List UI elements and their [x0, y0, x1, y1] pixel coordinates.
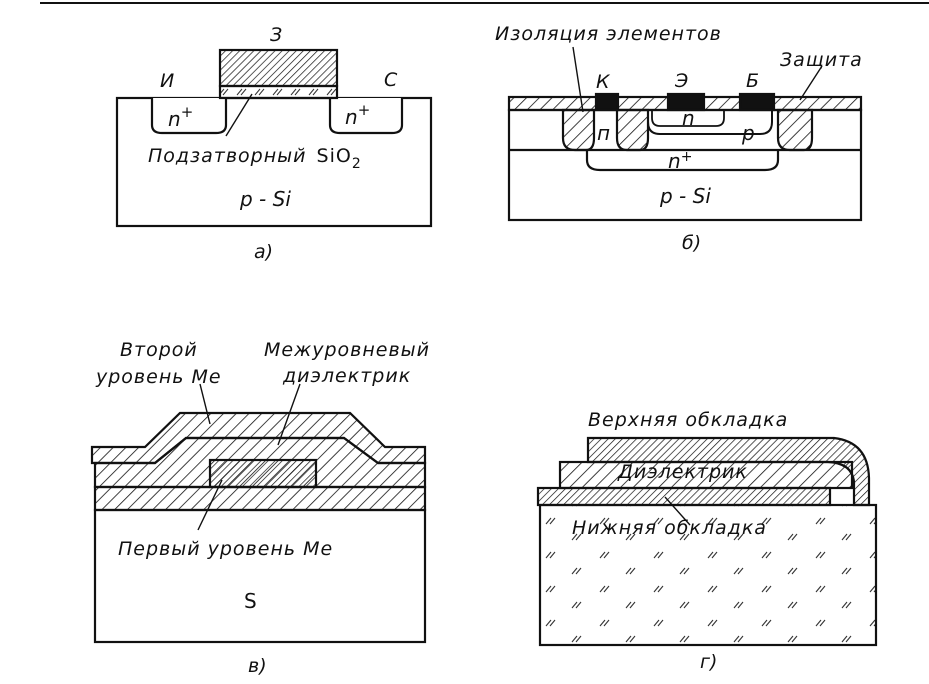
n-plus-right: n+: [345, 101, 370, 129]
bottom-plate-leader: [664, 496, 691, 526]
isolation-leader: [572, 46, 584, 113]
source-label: И: [160, 70, 175, 92]
second-level-label-line1: Второй: [120, 339, 198, 361]
figure-b: [507, 46, 863, 222]
substrate-c-label: S: [244, 589, 257, 613]
first-level-leader: [197, 479, 223, 531]
first-metal-level: [208, 458, 318, 489]
second-metal-level: [90, 411, 427, 465]
dielectric-label: Диэлектрик: [617, 461, 748, 483]
isolation-center: [615, 108, 650, 152]
figure-a: [115, 48, 433, 228]
figure-c: [90, 383, 427, 644]
base-label: Б: [746, 70, 760, 92]
emitter-region: [651, 110, 725, 127]
gate-oxide: [218, 84, 339, 100]
figure-d: [536, 436, 878, 647]
top-plate-label: Верхняя обкладка: [588, 409, 788, 431]
figure-d-labels: Верхняя обкладка Диэлектрик Нижняя обкла…: [572, 409, 788, 673]
n-plus-left: n+: [168, 103, 193, 131]
source-region: [150, 98, 228, 135]
interlevel-leader: [277, 383, 301, 446]
contact-collector: [594, 92, 620, 112]
protection-label: Защита: [780, 49, 863, 71]
interlevel-label-line2: диэлектрик: [282, 365, 411, 387]
second-level-leader: [199, 383, 211, 425]
isolation-label: Изоляция элементов: [495, 23, 722, 45]
buried-n-plus: [585, 150, 780, 172]
figure-c-labels: Второй уровень Ме Межуровневый диэлектри…: [95, 339, 430, 677]
caption-c: в): [248, 655, 267, 677]
caption-d: г): [700, 651, 717, 673]
contact-emitter: [666, 92, 706, 112]
glass-substrate: [538, 503, 878, 647]
substrate-b-label: p - Si: [659, 184, 711, 208]
caption-b: б): [682, 232, 701, 254]
figure-b-labels: Изоляция элементов Защита К Э Б п n р n+…: [495, 23, 863, 254]
gate-label: З: [270, 24, 283, 46]
oxide-leader: [225, 93, 253, 137]
collector-n-label: п: [597, 121, 610, 145]
first-level-label: Первый уровень Ме: [118, 538, 333, 560]
isolation-right: [776, 108, 814, 152]
second-level-label-line2: уровень Ме: [95, 366, 222, 388]
base-region: [647, 110, 773, 135]
base-p-label: р: [741, 121, 755, 145]
protection-leader: [799, 65, 823, 101]
emitter-label: Э: [674, 70, 689, 92]
top-plate: [586, 436, 871, 507]
interlevel-label-line1: Межуровневый: [264, 339, 430, 361]
caption-a: а): [254, 241, 273, 263]
substrate-c: [93, 508, 427, 644]
buried-layer-label: n+: [668, 149, 692, 173]
substrate-a-label: p - Si: [239, 187, 291, 211]
gate-electrode: [218, 48, 339, 88]
isolation-left: [561, 108, 596, 152]
drain-label: С: [384, 69, 398, 91]
contact-base: [738, 92, 776, 112]
bottom-plate: [536, 486, 832, 507]
collector-label: К: [596, 71, 611, 93]
bottom-plate-label: Нижняя обкладка: [572, 517, 767, 539]
drain-region: [328, 98, 404, 135]
field-oxide: [93, 485, 427, 512]
emitter-n-label: n: [682, 106, 695, 130]
